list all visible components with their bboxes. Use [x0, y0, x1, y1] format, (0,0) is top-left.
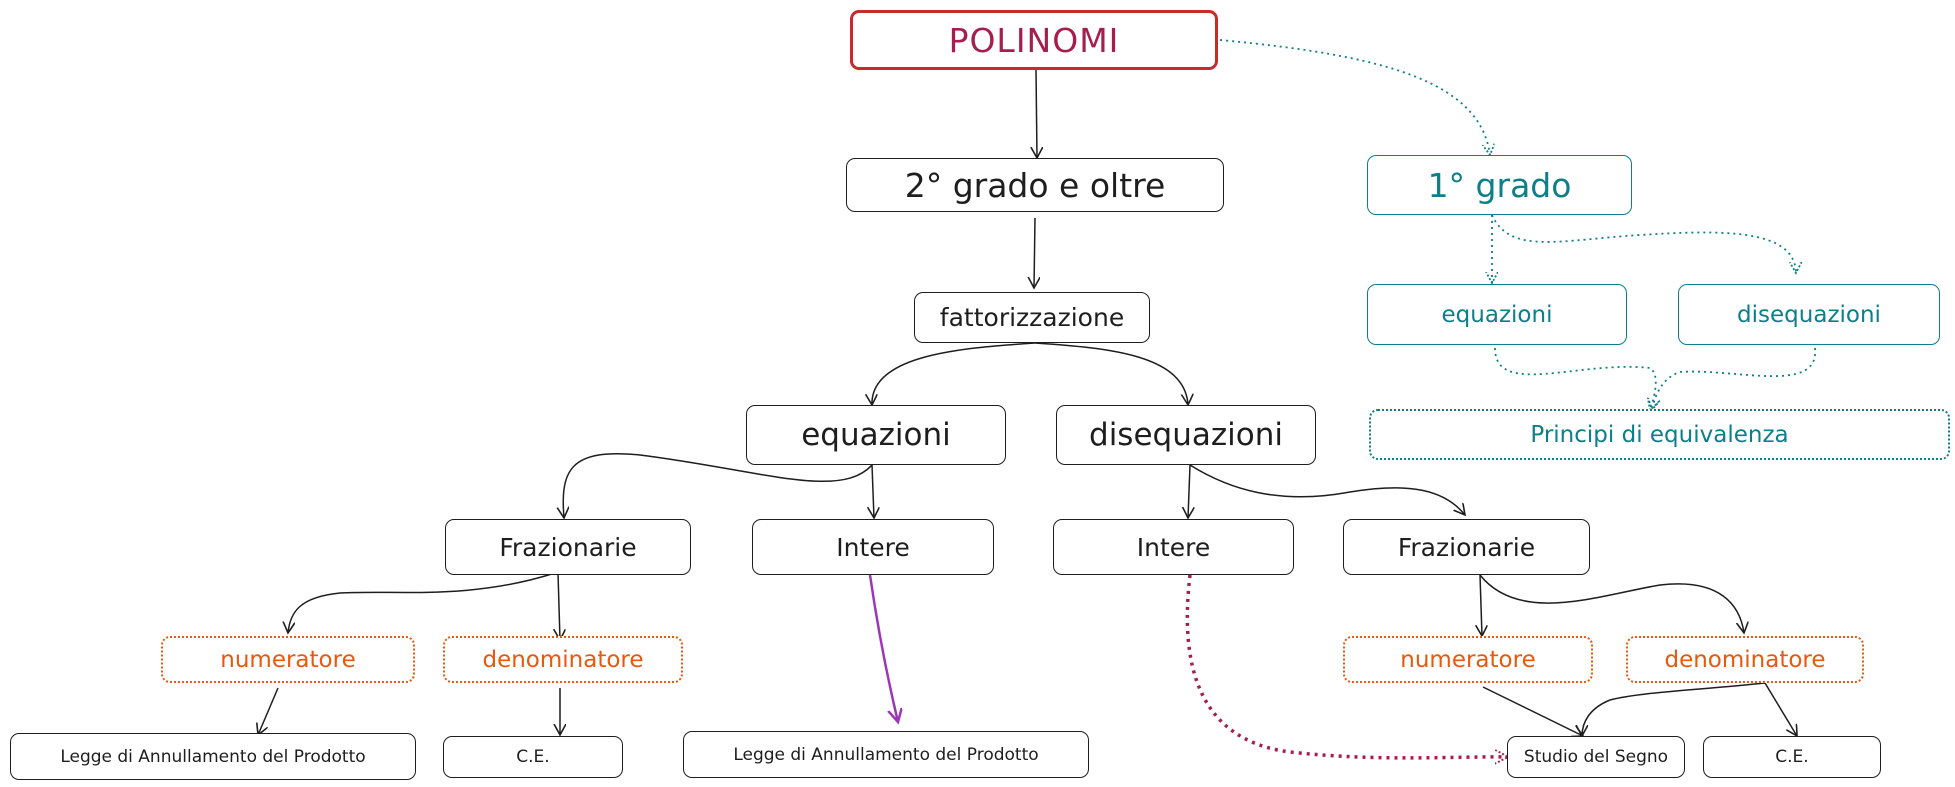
- arrow-denominatore-studio: [1582, 682, 1766, 736]
- arrow-polinomi-secondo: [1036, 69, 1037, 158]
- arrow-dis-frazionarie: [1189, 464, 1465, 515]
- legge-annullamento-node-1: Legge di Annullamento del Prodotto: [10, 733, 416, 780]
- studio-segno-node: Studio del Segno: [1507, 736, 1685, 778]
- primo-grado-node: 1° grado: [1367, 155, 1632, 215]
- arrow-fatt-equazioni: [872, 342, 1036, 405]
- dis-intere-node: Intere: [1053, 519, 1294, 575]
- legge-annullamento-node-2: Legge di Annullamento del Prodotto: [683, 731, 1089, 778]
- arrow-fatt-disequazioni: [1034, 342, 1188, 405]
- eq-intere-node: Intere: [752, 519, 994, 575]
- arrow-numeratore-legge: [258, 687, 279, 735]
- arrow-frazionarie-numeratore: [288, 572, 556, 633]
- arrow-polinomi-primo: [1219, 39, 1490, 155]
- arrow-disfraz-denominatore: [1479, 574, 1744, 633]
- arrow-equazioni-principi: [1494, 347, 1656, 410]
- equazioni-main-node: equazioni: [746, 405, 1006, 465]
- dis-frazionarie-node: Frazionarie: [1343, 519, 1590, 575]
- secondo-grado-node: 2° grado e oltre: [846, 158, 1224, 212]
- disequazioni-main-node: disequazioni: [1056, 405, 1316, 465]
- ce-node-2: C.E.: [1703, 736, 1881, 778]
- eq-numeratore-node: numeratore: [161, 636, 415, 683]
- arrow-dis-intere: [1188, 464, 1190, 518]
- dis-numeratore-node: numeratore: [1343, 636, 1593, 683]
- equazioni-primo-node: equazioni: [1367, 284, 1627, 345]
- arrow-frazionarie-denominatore: [558, 572, 560, 640]
- arrow-primo-disequazioni: [1491, 214, 1796, 273]
- arrow-eq-intere: [872, 464, 874, 518]
- disequazioni-primo-node: disequazioni: [1678, 284, 1940, 345]
- arrow-denominatore-ce2: [1764, 682, 1797, 736]
- arrow-eq-frazionarie: [563, 453, 873, 518]
- arrow-intere-studio: [1185, 574, 1508, 758]
- arrow-intere-legge: [868, 574, 898, 722]
- eq-denominatore-node: denominatore: [443, 636, 683, 683]
- arrow-disfraz-numeratore: [1480, 574, 1482, 636]
- eq-frazionarie-node: Frazionarie: [445, 519, 691, 575]
- dis-denominatore-node: denominatore: [1626, 636, 1864, 683]
- ce-node-1: C.E.: [443, 736, 623, 778]
- fattorizzazione-node: fattorizzazione: [914, 292, 1150, 343]
- arrow-numeratore-studio: [1482, 686, 1583, 736]
- arrow-disequazioni-principi: [1652, 347, 1816, 410]
- polinomi-node: POLINOMI: [850, 10, 1218, 70]
- principi-node: Principi di equivalenza: [1369, 409, 1950, 460]
- arrow-secondo-fattorizzazione: [1034, 217, 1035, 288]
